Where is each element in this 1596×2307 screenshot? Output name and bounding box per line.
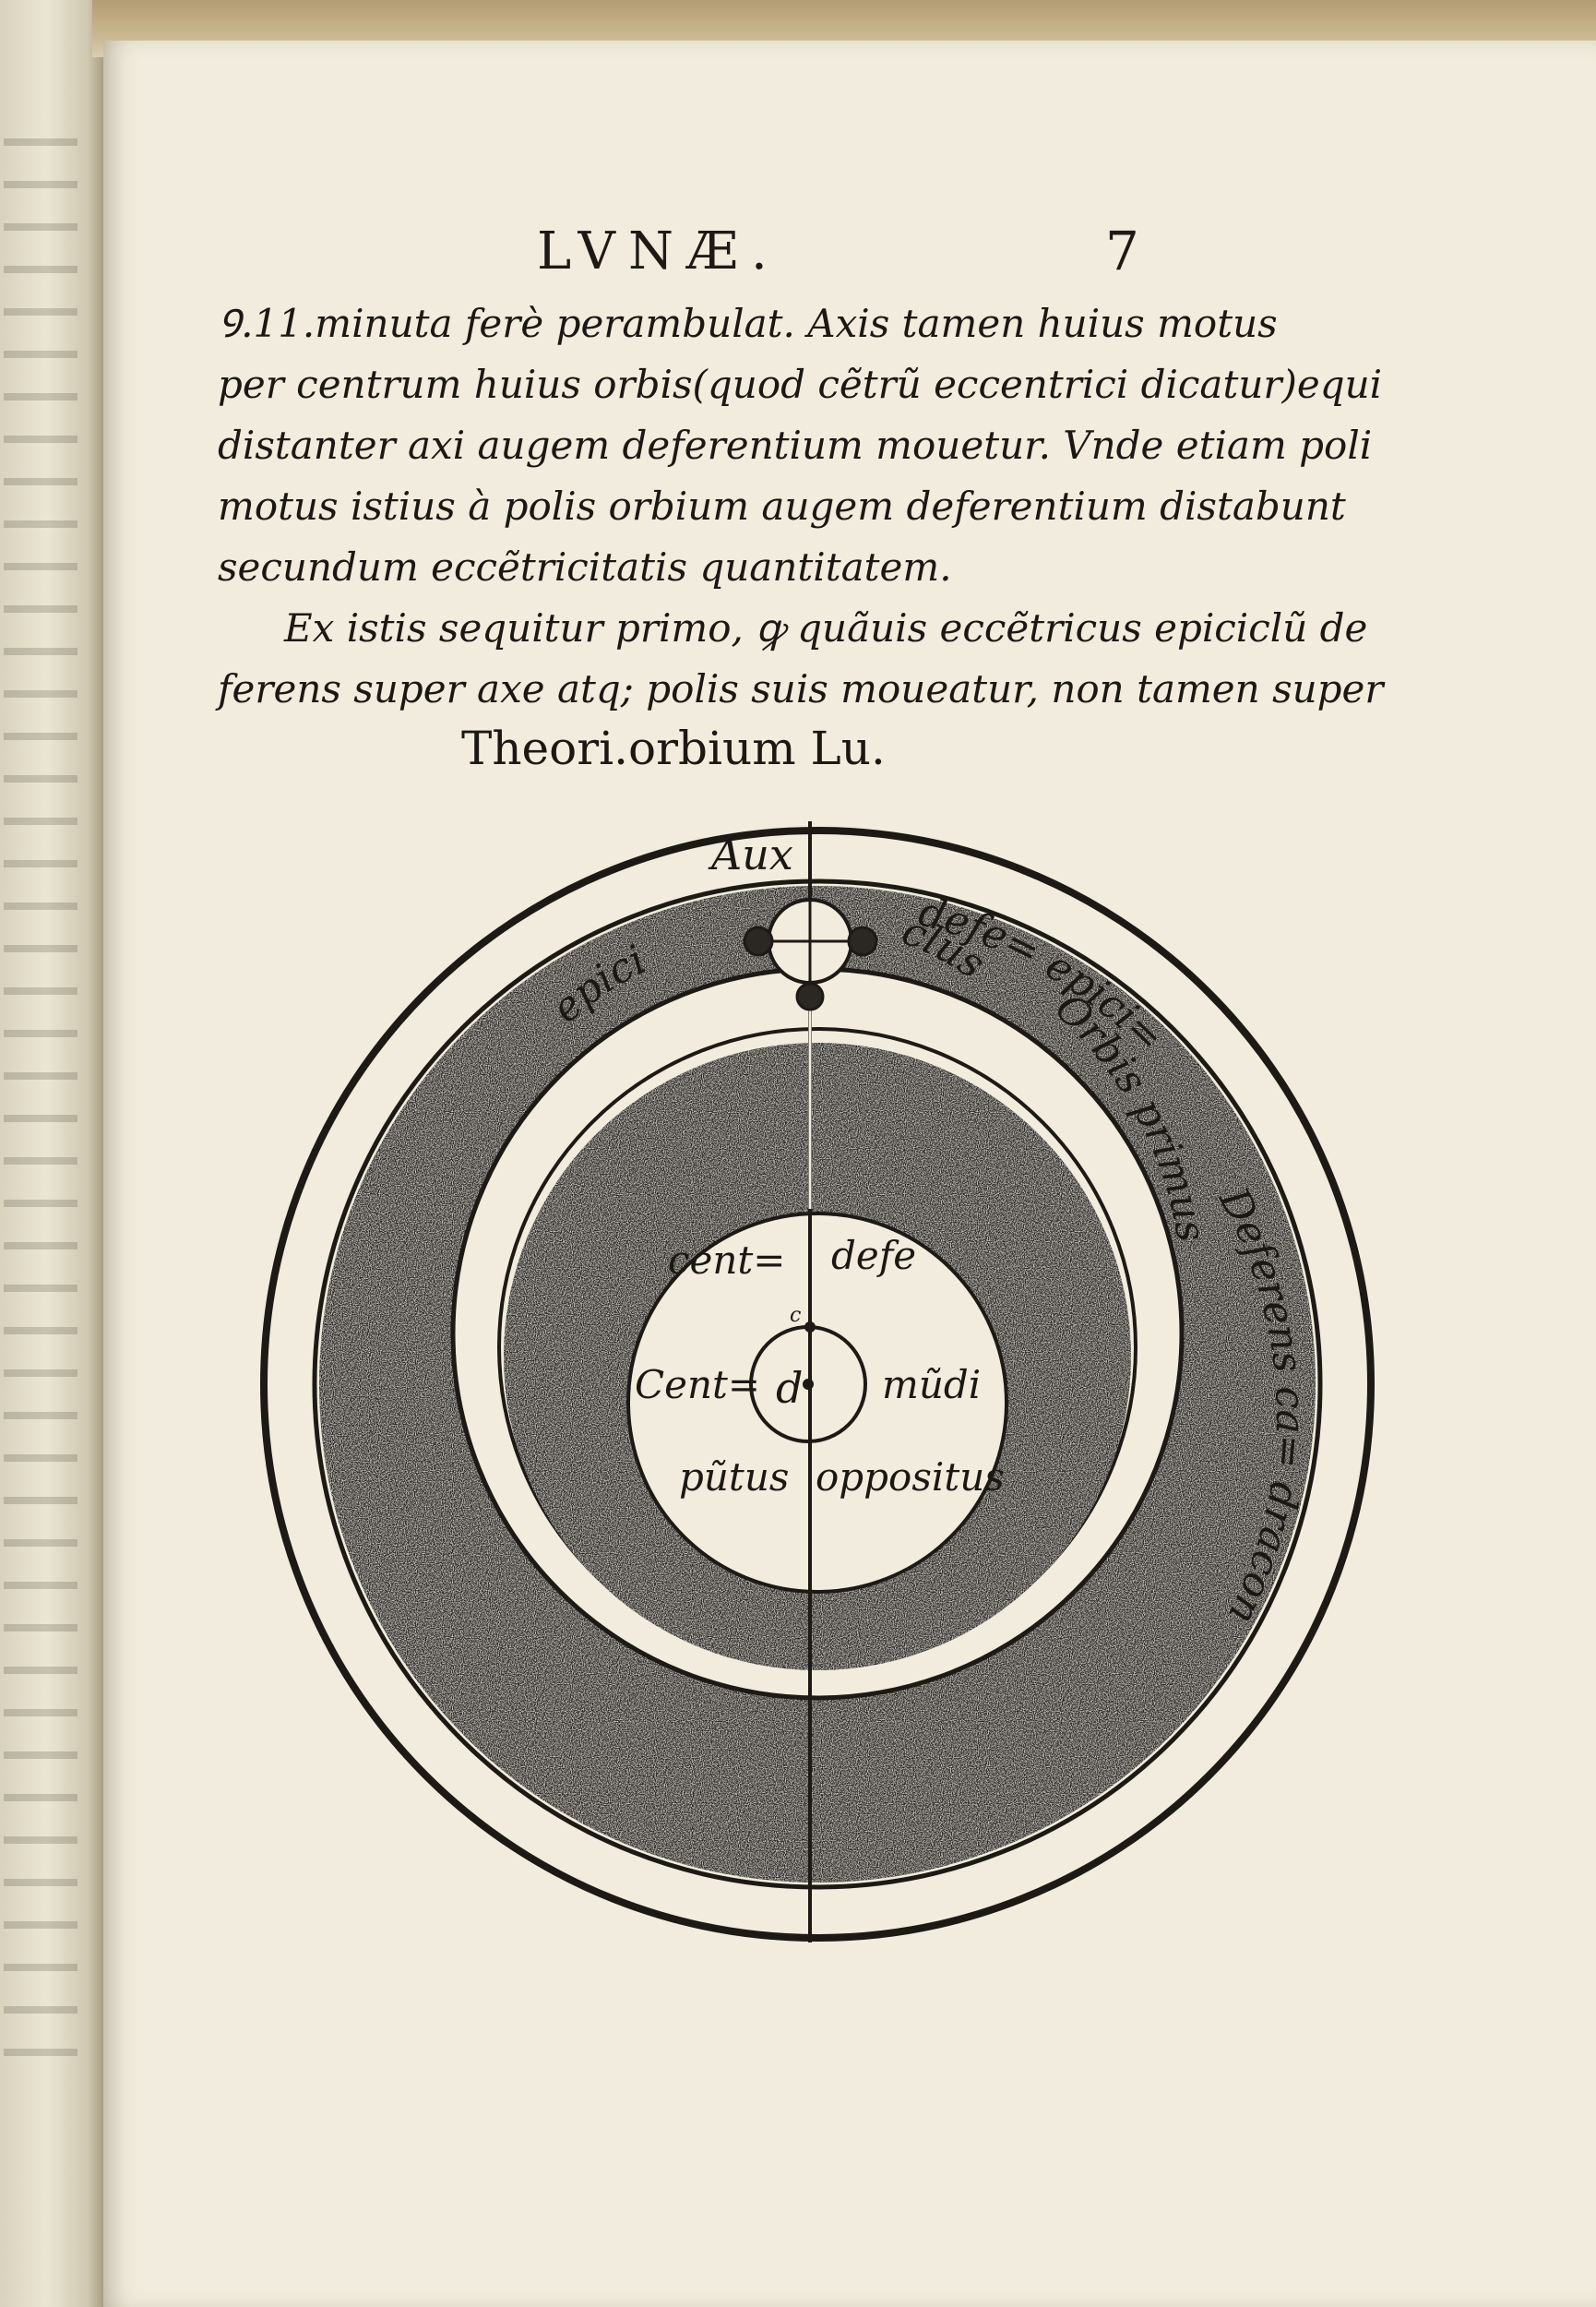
- label-cent-defe: cent=: [668, 1237, 786, 1283]
- facing-page-edge: [0, 0, 103, 2307]
- text-line: Ꝯ.11.minuta ferè perambulat. Axis tamen …: [218, 301, 1278, 346]
- label-mundi: mũdi: [882, 1362, 981, 1407]
- figure-caption: Theori.orbium Lu.: [461, 722, 886, 775]
- label-defe: defe: [831, 1233, 916, 1278]
- text-line: distanter axi augem deferentium mouetur.…: [218, 423, 1373, 468]
- epicycle-knob-left: [743, 926, 774, 957]
- text-line: Ex istis sequitur primo, ꝙ quãuis eccẽtr…: [284, 605, 1368, 651]
- label-oppositus: oppositus: [816, 1454, 1005, 1500]
- body-text: Ꝯ.11.minuta ferè perambulat. Axis tamen …: [218, 293, 1384, 720]
- label-d: d: [776, 1363, 803, 1413]
- diagram-svg: Aux defe= epici= Orbis primus Deferens c…: [208, 766, 1375, 1942]
- text-line: per centrum huius orbis(quod cẽtrũ eccen…: [218, 362, 1383, 407]
- label-aux: Aux: [708, 830, 793, 879]
- label-c: c: [790, 1304, 801, 1327]
- text-line: motus istius à polis orbium augem defere…: [218, 484, 1346, 529]
- epicycle-knob-bottom: [795, 982, 825, 1011]
- text-line: secundum eccẽtricitatis quantitatem.: [218, 544, 952, 590]
- running-head: LVNÆ.: [537, 221, 780, 281]
- central-disc: [626, 1212, 1008, 1594]
- epicycle-knob-right: [847, 926, 878, 957]
- moon-orbs-diagram: Aux defe= epici= Orbis primus Deferens c…: [208, 766, 1408, 1947]
- label-punctus: pũtus: [679, 1454, 789, 1500]
- label-cent-mundi: Cent=: [635, 1362, 760, 1407]
- page-number: 7: [1105, 220, 1139, 282]
- text-line: ferens super axe atq; polis suis moueatu…: [218, 666, 1384, 711]
- facing-page-text: [4, 138, 77, 2058]
